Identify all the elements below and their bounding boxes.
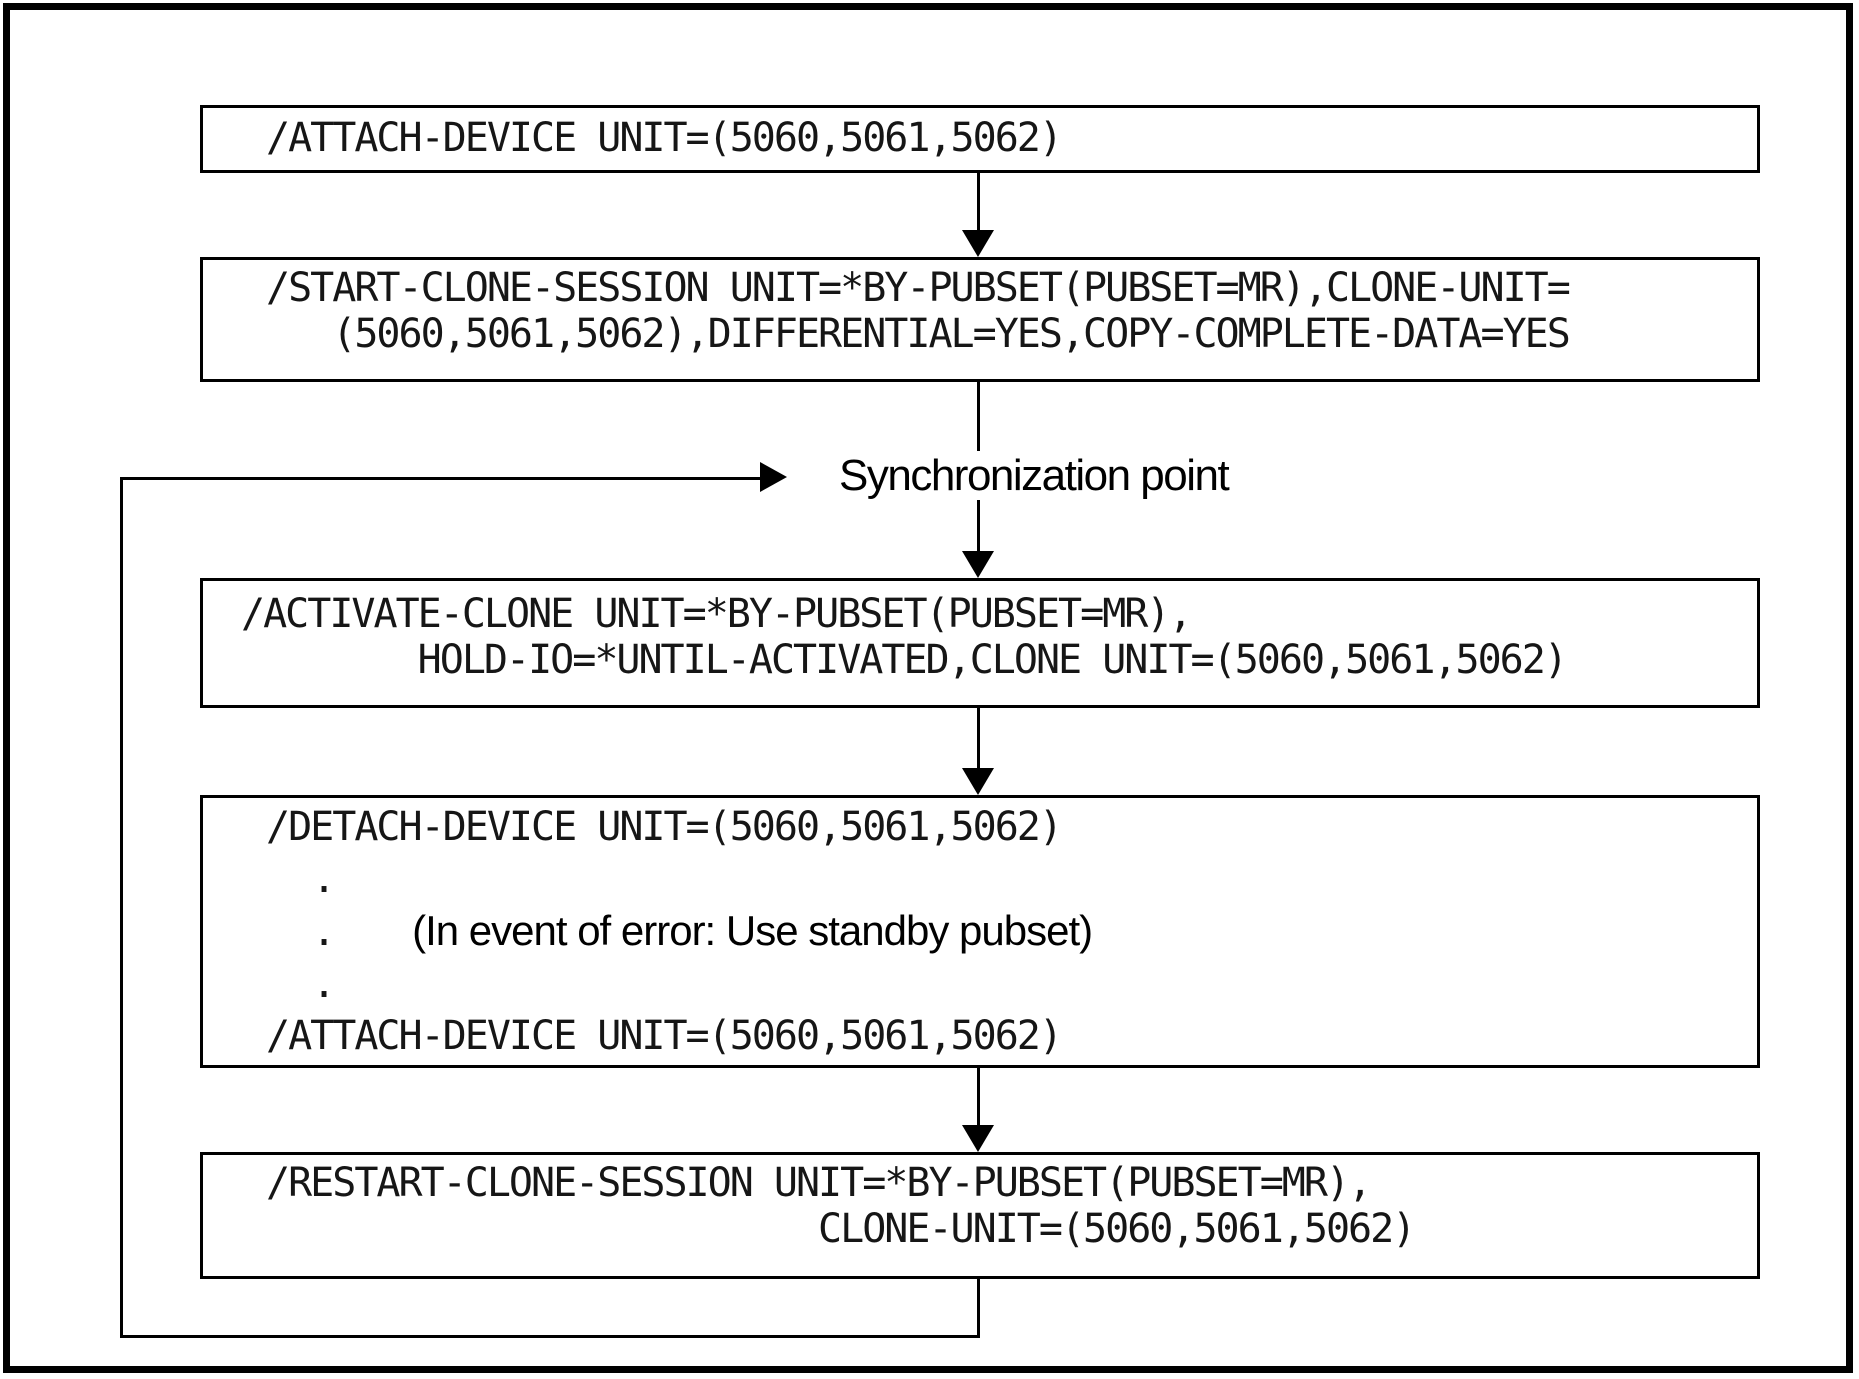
- ellipsis-dot: .: [312, 961, 336, 1007]
- arrowhead-down-icon: [962, 230, 994, 257]
- start-clone-session-box: /START-CLONE-SESSION UNIT=*BY-PUBSET(PUB…: [200, 257, 1760, 382]
- connector-line: [977, 500, 980, 551]
- connector-line: [977, 708, 980, 768]
- connector-line: [977, 382, 980, 454]
- loop-return-bottom-line: [120, 1335, 980, 1338]
- command-text: /ATTACH-DEVICE UNIT=(5060,5061,5062): [266, 1013, 1063, 1059]
- command-text: HOLD-IO=*UNTIL-ACTIVATED,CLONE UNIT=(506…: [241, 637, 1568, 683]
- loop-return-top-line: [120, 477, 760, 480]
- command-text: /ATTACH-DEVICE UNIT=(5060,5061,5062): [266, 115, 1063, 161]
- ellipsis-dot: .: [312, 856, 336, 902]
- command-text: /START-CLONE-SESSION UNIT=*BY-PUBSET(PUB…: [266, 265, 1571, 311]
- synchronization-point-label: Synchronization point: [833, 451, 1235, 501]
- outer-border: [3, 3, 1853, 1373]
- detach-attach-box: /DETACH-DEVICE UNIT=(5060,5061,5062) . .…: [200, 795, 1760, 1068]
- connector-line: [977, 1068, 980, 1125]
- command-text: (5060,5061,5062),DIFFERENTIAL=YES,COPY-C…: [266, 311, 1571, 357]
- loop-return-left-line: [120, 477, 123, 1338]
- attach-device-box: /ATTACH-DEVICE UNIT=(5060,5061,5062): [200, 105, 1760, 173]
- arrowhead-down-icon: [962, 1125, 994, 1152]
- error-annotation: (In event of error: Use standby pubset): [412, 907, 1093, 954]
- arrowhead-right-icon: [760, 462, 787, 492]
- restart-clone-session-box: /RESTART-CLONE-SESSION UNIT=*BY-PUBSET(P…: [200, 1152, 1760, 1279]
- connector-line: [977, 1279, 980, 1338]
- arrowhead-down-icon: [962, 768, 994, 795]
- arrowhead-down-icon: [962, 551, 994, 578]
- command-text: /ACTIVATE-CLONE UNIT=*BY-PUBSET(PUBSET=M…: [241, 591, 1193, 637]
- ellipsis-dot-row: . (In event of error: Use standby pubset): [266, 905, 1757, 958]
- command-text: /RESTART-CLONE-SESSION UNIT=*BY-PUBSET(P…: [266, 1160, 1372, 1206]
- activate-clone-box: /ACTIVATE-CLONE UNIT=*BY-PUBSET(PUBSET=M…: [200, 578, 1760, 708]
- command-text: CLONE-UNIT=(5060,5061,5062): [266, 1206, 1416, 1252]
- command-text: /DETACH-DEVICE UNIT=(5060,5061,5062): [266, 804, 1063, 850]
- connector-line: [977, 173, 980, 230]
- ellipsis-dot: .: [312, 909, 336, 955]
